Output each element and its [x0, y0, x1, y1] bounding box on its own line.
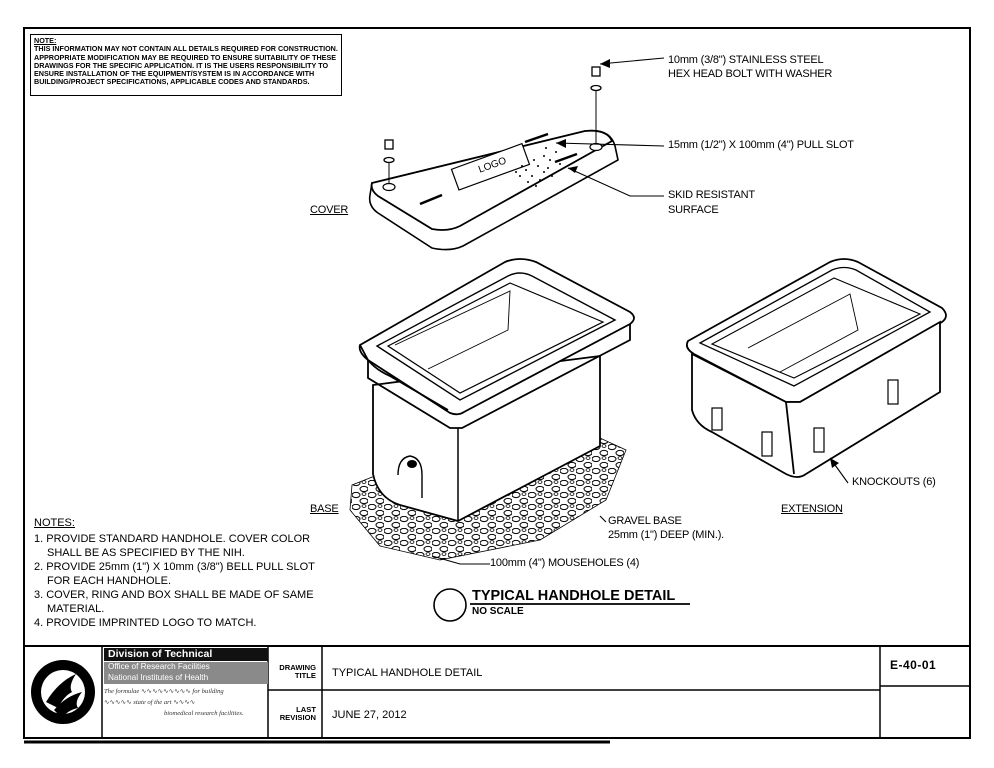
note-line: BUILDING/PROJECT SPECIFICATIONS, APPLICA… — [34, 77, 310, 87]
revision-value: JUNE 27, 2012 — [332, 709, 407, 721]
notes-heading: NOTES: — [34, 517, 75, 529]
note-line: ENSURE INSTALLATION OF THE EQUIPMENT/SYS… — [34, 69, 315, 79]
detail-symbol — [433, 588, 467, 622]
gravel-callout-line-2: 25mm (1") DEEP (MIN.). — [608, 529, 725, 541]
cover-label: COVER — [310, 204, 349, 216]
handhole-drawing — [349, 57, 947, 622]
tagline-part: for building — [192, 688, 224, 695]
base-drawing — [358, 258, 635, 522]
office-block: Office of Research Facilities National I… — [104, 662, 268, 684]
extension-drawing — [685, 258, 947, 478]
skid-surface-dots — [515, 147, 561, 187]
bolt-right — [590, 66, 602, 144]
tagline-part: biomedical research facilities. — [164, 710, 244, 717]
detail-title: TYPICAL HANDHOLE DETAIL — [472, 588, 676, 604]
drawing-title-label: DRAWING TITLE — [272, 664, 316, 680]
skid-callout-line-1: SKID RESISTANT — [668, 189, 755, 201]
hhs-seal-logo — [31, 660, 95, 724]
extension-label: EXTENSION — [781, 503, 843, 515]
note-item: 1. PROVIDE STANDARD HANDHOLE. COVER COLO… — [34, 533, 311, 559]
construction-note: NOTE: THIS INFORMATION MAY NOT CONTAIN A… — [30, 34, 342, 96]
leader-lines — [431, 57, 849, 565]
revision-label-line: LAST — [296, 705, 316, 714]
note-line: THIS INFORMATION MAY NOT CONTAIN ALL DET… — [34, 44, 338, 54]
drawing-title-value: TYPICAL HANDHOLE DETAIL — [332, 667, 483, 679]
note-item: 3. COVER, RING AND BOX SHALL BE MADE OF … — [34, 589, 314, 615]
bolt-callout-line-2: HEX HEAD BOLT WITH WASHER — [668, 68, 833, 80]
drawing-title-label-line: DRAWING — [279, 663, 316, 672]
note-title: NOTE: — [34, 36, 57, 45]
note-item: 4. PROVIDE IMPRINTED LOGO TO MATCH. — [34, 617, 257, 629]
gravel-callout-line-1: GRAVEL BASE — [608, 515, 682, 527]
note-line: APPROPRIATE MODIFICATION MAY BE REQUIRED… — [34, 52, 337, 62]
leader-arrows — [556, 59, 839, 468]
office-name: Office of Research Facilities — [108, 662, 210, 671]
bolt-left — [383, 139, 395, 184]
mouseholes-callout: 100mm (4") MOUSEHOLES (4) — [490, 557, 640, 569]
drawing-title-label-line: TITLE — [294, 671, 316, 680]
knockouts-callout: KNOCKOUTS (6) — [852, 476, 936, 488]
institute-name: National Institutes of Health — [108, 672, 209, 682]
note-line: DRAWINGS FOR THE SPECIFIC APPLICATION. I… — [34, 60, 329, 70]
cover-drawing — [368, 129, 619, 251]
revision-label-line: REVISION — [279, 713, 316, 722]
base-label: BASE — [310, 503, 339, 515]
division-title: Division of Technical Resources — [104, 648, 268, 673]
revision-label: LAST REVISION — [272, 706, 316, 722]
tagline-part: The formulae — [104, 688, 140, 695]
drawing-number: E-40-01 — [890, 658, 937, 672]
tagline-part: state of the art — [133, 699, 172, 706]
detail-scale: NO SCALE — [472, 606, 524, 617]
tagline: The formulae ∿∿∿∿∿∿∿∿∿ for building ∿∿∿∿… — [104, 688, 244, 717]
note-item: 2. PROVIDE 25mm (1") X 10mm (3/8") BELL … — [34, 561, 315, 587]
bolt-callout-line-1: 10mm (3/8") STAINLESS STEEL — [668, 54, 824, 66]
skid-callout-line-2: SURFACE — [668, 204, 719, 216]
pull-slot-callout: 15mm (1/2") X 100mm (4") PULL SLOT — [668, 139, 854, 151]
notes-section: NOTES: 1. PROVIDE STANDARD HANDHOLE. COV… — [34, 516, 334, 630]
